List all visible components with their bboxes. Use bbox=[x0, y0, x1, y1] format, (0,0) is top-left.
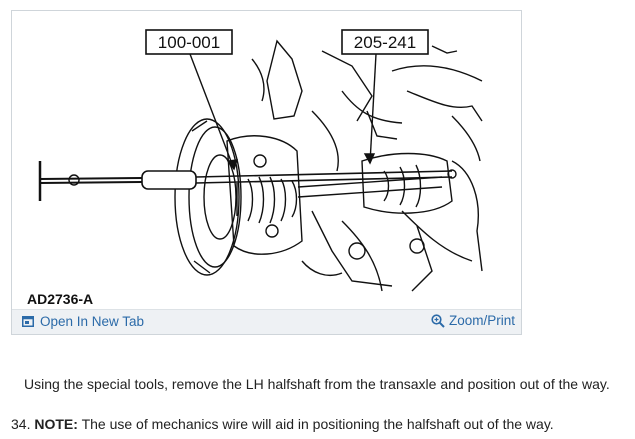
note-text: The use of mechanics wire will aid in po… bbox=[81, 416, 554, 432]
figure-id: AD2736-A bbox=[27, 291, 94, 307]
external-window-icon bbox=[22, 316, 34, 327]
halfshaft-removal-illustration bbox=[38, 29, 483, 292]
step-instruction: Using the special tools, remove the LH h… bbox=[24, 376, 610, 392]
callout-205-241: 205-241 bbox=[353, 33, 417, 52]
note-label: NOTE: bbox=[34, 416, 78, 432]
step-number: 34. bbox=[11, 416, 31, 432]
zoom-print-link[interactable]: Zoom/Print bbox=[431, 313, 515, 328]
step-34-note: 34. NOTE: The use of mechanics wire will… bbox=[11, 416, 554, 432]
open-in-new-tab-link[interactable]: Open In New Tab bbox=[22, 314, 144, 329]
callout-100-001: 100-001 bbox=[157, 33, 221, 52]
figure-card: 100-001 205-241 AD2736-A Open In New Tab… bbox=[11, 10, 522, 335]
figure-footer: Open In New Tab Zoom/Print bbox=[12, 309, 521, 334]
zoom-print-label: Zoom/Print bbox=[448, 313, 515, 328]
open-in-new-tab-label: Open In New Tab bbox=[40, 314, 145, 329]
magnifier-icon bbox=[431, 313, 445, 328]
